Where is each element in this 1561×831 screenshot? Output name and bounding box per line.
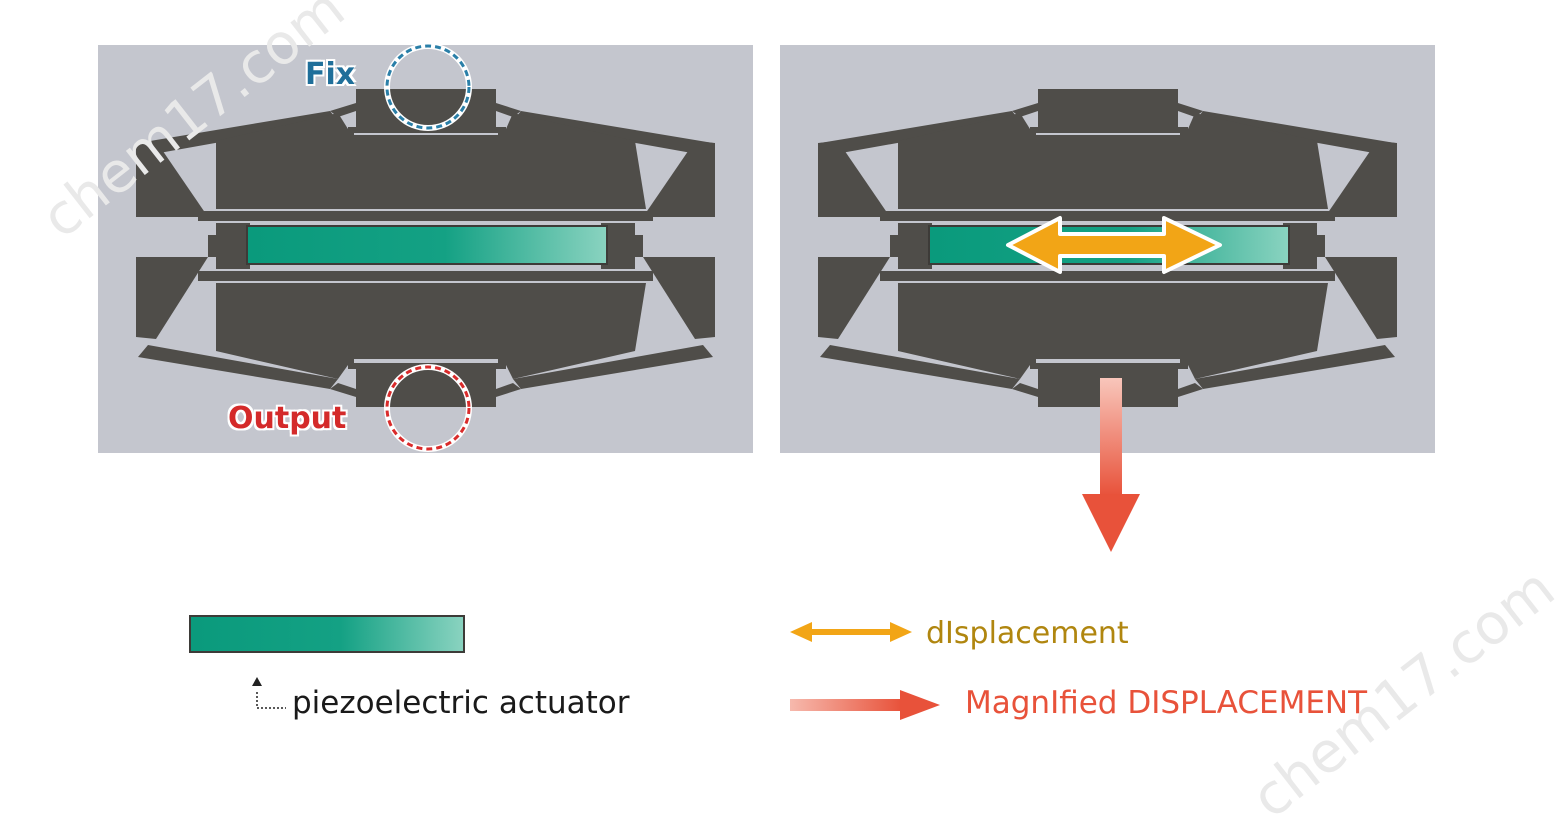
legend-magnified-head — [900, 690, 940, 720]
legend-displacement-label: dIsplacement — [926, 616, 1129, 651]
legend-leader-line — [256, 692, 286, 709]
legend-leader-arrowhead — [252, 677, 262, 686]
diagram-svg — [98, 43, 1435, 720]
legend-magnified-shaft — [790, 699, 902, 711]
displacement-arrow-large — [1006, 216, 1222, 274]
fix-label: Fix — [305, 57, 356, 92]
magnified-arrow-shaft — [1100, 378, 1122, 496]
legend-actuator-swatch — [189, 615, 465, 653]
fix-circle — [385, 44, 471, 130]
output-label: Output — [228, 401, 347, 436]
left-actuator — [246, 225, 608, 265]
legend-actuator-label: piezoelectric actuator — [292, 685, 630, 721]
legend-magnified-label: MagnIfied DISPLACEMENT — [965, 685, 1368, 721]
magnified-arrow-head — [1082, 494, 1140, 552]
diagram-canvas: Fix Output piezoelectric actuator dIspla… — [30, 0, 1561, 831]
output-circle — [385, 365, 471, 451]
legend-displacement-arrow — [790, 622, 912, 642]
